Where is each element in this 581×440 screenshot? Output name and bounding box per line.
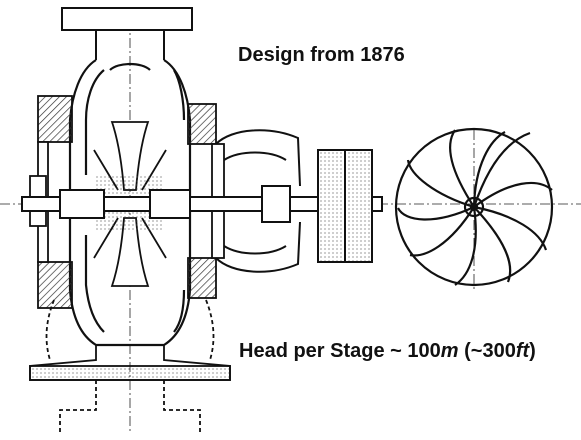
- head-prefix-text: Head per Stage ~ 100: [239, 340, 441, 362]
- bearing-bracket: [215, 129, 301, 273]
- head-suffix-text: ): [529, 340, 536, 362]
- coupling: [317, 149, 373, 263]
- head-per-stage-caption: Head per Stage ~ 100m (~300ft): [239, 340, 536, 363]
- head-unit-ft-text: ft: [515, 340, 530, 362]
- impeller-end-view: [394, 127, 554, 287]
- head-unit-m-text: m: [440, 340, 459, 362]
- suction-inlet: [29, 299, 231, 432]
- shaft: [21, 185, 383, 223]
- head-mid-text: (~300: [458, 340, 516, 362]
- discharge-flange-top: [61, 7, 193, 60]
- design-year-caption: Design from 1876: [238, 44, 405, 66]
